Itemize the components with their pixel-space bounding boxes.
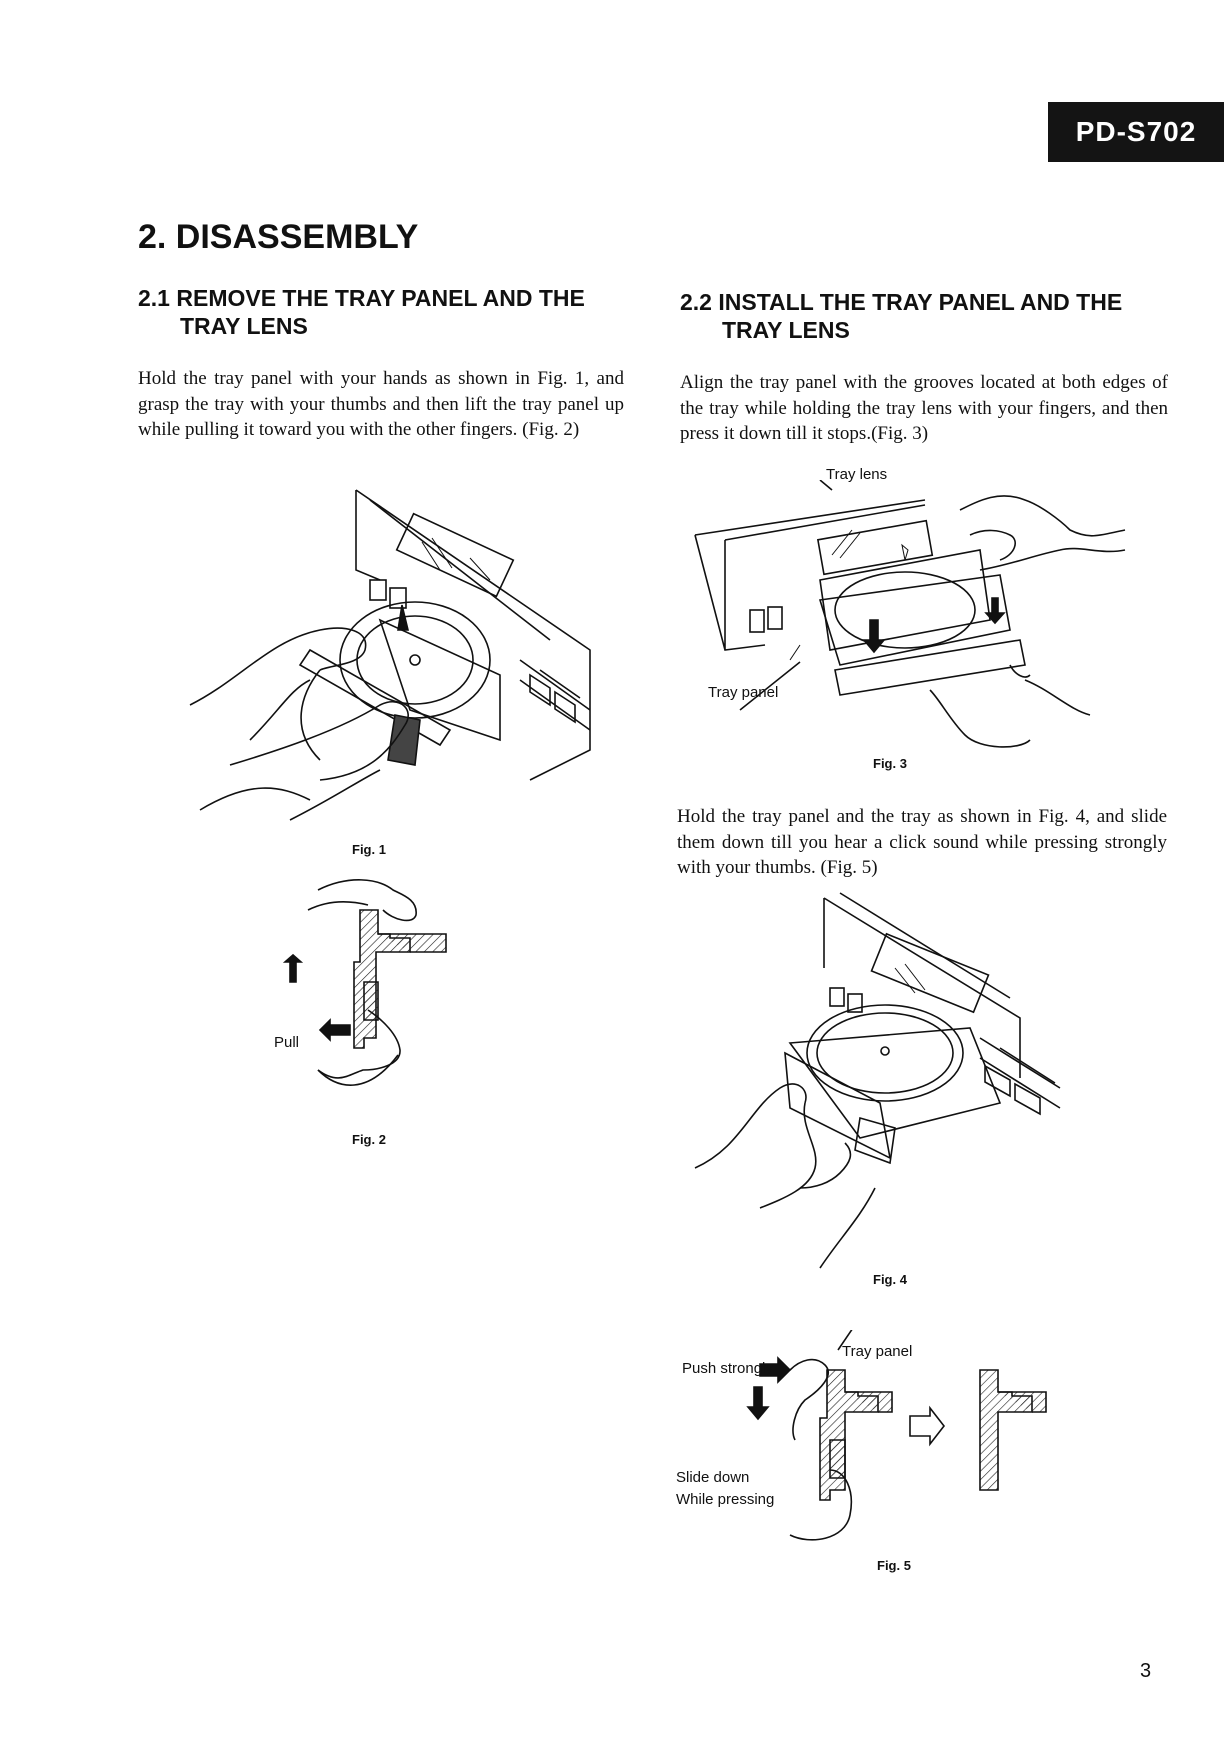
figure-3-tray-panel-label: Tray panel xyxy=(708,684,779,701)
subsection-2-1-line1: 2.1 REMOVE THE TRAY PANEL AND THE xyxy=(138,285,585,311)
section-title: 2. DISASSEMBLY xyxy=(138,218,419,256)
figure-1-illustration xyxy=(170,480,600,840)
subsection-2-2-heading: 2.2 INSTALL THE TRAY PANEL AND THE TRAY … xyxy=(680,288,1200,344)
figure-3-illustration xyxy=(680,480,1130,750)
page-number: 3 xyxy=(1140,1660,1152,1682)
figure-4-illustration xyxy=(680,888,1080,1278)
figure-2-caption: Fig. 2 xyxy=(352,1132,386,1147)
figure-2-pull-label: Pull xyxy=(274,1034,300,1051)
figure-3-caption: Fig. 3 xyxy=(873,756,907,771)
slide-instructions: Hold the tray panel and the tray as show… xyxy=(677,806,1167,878)
figure-3-tray-lens-label: Tray lens xyxy=(826,466,888,483)
subsection-2-2-line2: TRAY LENS xyxy=(722,317,850,343)
figure-5-while-pressing-label: While pressing xyxy=(676,1491,775,1508)
figure-2-illustration xyxy=(268,870,468,1110)
subsection-2-1-line2: TRAY LENS xyxy=(180,313,308,339)
figure-4-caption: Fig. 4 xyxy=(873,1272,907,1287)
subsection-2-1-heading: 2.1 REMOVE THE TRAY PANEL AND THE TRAY L… xyxy=(138,284,658,340)
subsection-2-2-line1: 2.2 INSTALL THE TRAY PANEL AND THE xyxy=(680,289,1123,315)
install-instructions: Align the tray panel with the grooves lo… xyxy=(680,372,1168,444)
figure-5-illustration xyxy=(680,1330,1080,1550)
figure-1-caption: Fig. 1 xyxy=(352,842,386,857)
figure-5-push-strongly-label: Push strongly xyxy=(682,1360,773,1377)
figure-5-caption: Fig. 5 xyxy=(877,1558,911,1573)
figure-5-slide-down-label: Slide down xyxy=(676,1469,750,1486)
remove-instructions: Hold the tray panel with your hands as s… xyxy=(138,368,624,440)
figure-5-tray-panel-label: Tray panel xyxy=(842,1343,913,1360)
model-badge: PD-S702 xyxy=(1048,102,1224,162)
